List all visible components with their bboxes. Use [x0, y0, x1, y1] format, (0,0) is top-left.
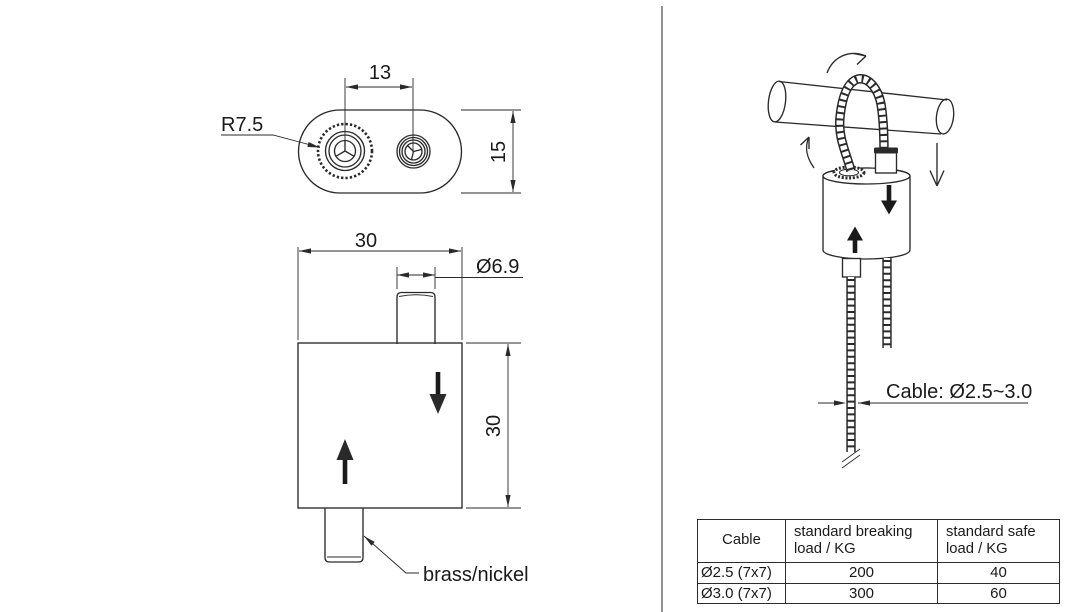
rotate-arrow-icon: [826, 52, 867, 74]
tri-slot-icon: [407, 145, 422, 160]
bottom-stud-3d: [841, 257, 862, 278]
dim-hole-spacing: 13: [346, 62, 412, 90]
dim-stud-diameter: Ø6.9: [396, 256, 523, 289]
cell-cable: Ø3.0 (7x7): [698, 583, 786, 603]
cable-up-arrow-icon: [336, 439, 354, 484]
insert-down-arrow-icon: [881, 185, 897, 215]
installation-view: Cable: Ø2.5~3.0: [767, 52, 1032, 469]
knurled-grommet: [832, 165, 866, 180]
cell-breaking-load: 200: [786, 563, 938, 583]
material-callout: brass/nickel: [363, 535, 529, 586]
release-up-arrow-icon: [847, 226, 863, 253]
table-header-row: Cable standard breaking load / KG standa…: [698, 520, 1059, 563]
cable-spec-label: Cable: Ø2.5~3.0: [886, 381, 1032, 403]
cell-safe-load: 40: [990, 564, 1007, 582]
dim-body-width: 30: [297, 230, 463, 340]
dim-body-height: 30: [466, 342, 521, 509]
knurled-hole: [316, 122, 374, 180]
bottom-stud: [324, 508, 364, 563]
header-safe-load: standard safe load / KG: [946, 523, 1036, 558]
dim-top-view-height: 15: [461, 109, 521, 194]
load-spec-table: Cable standard breaking load / KG standa…: [697, 519, 1060, 604]
material-label: brass/nickel: [423, 564, 529, 586]
main-cable: [841, 277, 861, 469]
cable-loop: [834, 74, 889, 173]
dim-30-right-label: 30: [483, 415, 505, 437]
dim-13-label: 13: [369, 62, 391, 84]
header-breaking-load: standard breaking load / KG: [786, 520, 938, 562]
front-view: 30 Ø6.9 30: [297, 230, 529, 586]
dim-30-top-label: 30: [355, 230, 377, 252]
dim-d69-label: Ø6.9: [476, 256, 519, 278]
pull-down-arrow-icon: [929, 143, 945, 187]
cell-cable: Ø2.5 (7x7): [698, 563, 786, 583]
support-rod: [767, 80, 955, 135]
gripper-body: [822, 167, 911, 260]
cable-ferrule: [874, 147, 898, 174]
cable-break-icon: [841, 448, 861, 469]
cable-spec-callout: Cable: Ø2.5~3.0: [818, 381, 1032, 406]
dim-15-label: 15: [488, 141, 510, 163]
top-stud: [396, 291, 436, 344]
top-view-outline: [297, 109, 463, 194]
lift-arrow-icon: [800, 136, 815, 169]
table-row: Ø2.5 (7x7) 200 40: [698, 563, 1059, 584]
cell-safe-load: 60: [990, 584, 1007, 602]
cable-down-arrow-icon: [429, 372, 447, 414]
radius-callout: R7.5: [221, 114, 321, 148]
table-row: Ø3.0 (7x7) 300 60: [698, 583, 1059, 603]
top-view: 13 R7.5 15: [221, 62, 521, 194]
radius-label: R7.5: [221, 114, 263, 136]
header-cable: Cable: [698, 520, 786, 562]
gripper-body-front: [297, 342, 463, 509]
cell-breaking-load: 300: [786, 583, 938, 603]
cross-hole: [396, 134, 431, 169]
tri-slot-icon: [335, 140, 355, 157]
